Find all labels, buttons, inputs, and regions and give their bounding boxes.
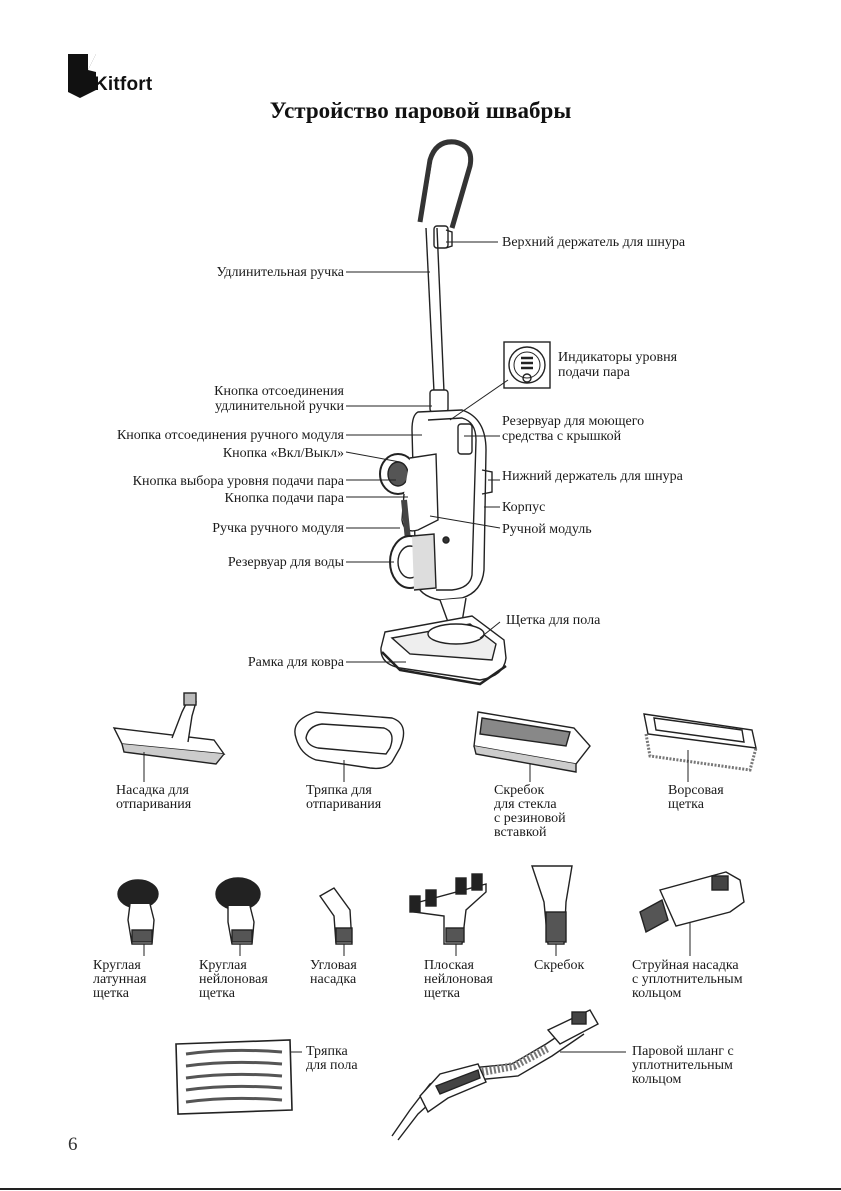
label-power-button: Кнопка «Вкл/Выкл»	[222, 446, 344, 461]
label-scraper: Скребок	[534, 958, 585, 973]
page-title: Устройство паровой швабры	[269, 98, 572, 123]
label-angle-nozzle-2: насадка	[310, 972, 357, 987]
scraper-illustration	[531, 865, 573, 956]
label-angle-nozzle-1: Угловая	[310, 958, 357, 973]
glass-scraper-illustration	[473, 711, 591, 782]
label-carpet-frame: Рамка для ковра	[247, 655, 344, 670]
label-flat-nylon-brush-3: щетка	[424, 986, 460, 1001]
label-steam-cloth-2: отпаривания	[306, 797, 382, 812]
floor-cloth-illustration	[175, 1039, 302, 1115]
label-steam-indicators-1: Индикаторы уровня	[558, 350, 678, 365]
label-jet-nozzle-2: с уплотнительным	[632, 972, 743, 987]
label-glass-scraper-1: Скребок	[494, 783, 545, 798]
page-bottom-rule	[0, 1188, 841, 1190]
label-water-tank: Резервуар для воды	[227, 555, 344, 570]
label-glass-scraper-3: с резиновой	[494, 811, 566, 826]
angle-nozzle-illustration	[318, 887, 353, 956]
steam-hose-illustration	[391, 1009, 626, 1141]
label-steam-cloth-1: Тряпка для	[306, 783, 372, 798]
label-glass-scraper-2: для стекла	[494, 797, 557, 812]
label-steam-nozzle-2: отпаривания	[116, 797, 192, 812]
page-number: 6	[68, 1134, 78, 1155]
label-handheld-handle: Ручка ручного модуля	[212, 521, 344, 536]
label-body: Корпус	[502, 500, 546, 515]
label-bristle-brush-1: Ворсовая	[668, 783, 724, 798]
label-nylon-round-brush-3: щетка	[199, 986, 235, 1001]
brass-brush-illustration	[117, 879, 159, 956]
label-glass-scraper-4: вставкой	[494, 825, 547, 840]
label-lower-cord-holder: Нижний держатель для шнура	[502, 469, 683, 484]
label-extension-handle: Удлинительная ручка	[216, 265, 344, 280]
label-nylon-round-brush-2: нейлоновая	[199, 972, 268, 987]
label-handheld-release: Кнопка отсоединения ручного модуля	[116, 428, 344, 443]
label-brass-brush-2: латунная	[93, 972, 147, 987]
label-flat-nylon-brush-2: нейлоновая	[424, 972, 493, 987]
label-steam-hose-2: уплотнительным	[632, 1058, 733, 1073]
label-floor-cloth-2: для пола	[306, 1058, 358, 1073]
nylon-round-brush-illustration	[215, 877, 261, 956]
steam-nozzle-illustration	[112, 692, 226, 782]
jet-nozzle-illustration	[639, 871, 745, 956]
label-bristle-brush-2: щетка	[668, 797, 704, 812]
label-floor-brush: Щетка для пола	[506, 613, 601, 628]
label-steam-hose-1: Паровой шланг с	[632, 1044, 734, 1059]
flat-nylon-brush-illustration	[409, 873, 487, 956]
label-jet-nozzle-1: Струйная насадка	[632, 958, 739, 973]
label-upper-cord-holder: Верхний держатель для шнура	[502, 235, 686, 250]
label-jet-nozzle-3: кольцом	[632, 986, 682, 1001]
label-handheld-module: Ручной модуль	[502, 522, 592, 537]
steam-cloth-illustration	[294, 711, 405, 782]
label-extension-release-2: удлинительной ручки	[214, 399, 344, 414]
label-steam-indicators-2: подачи пара	[558, 365, 630, 380]
bristle-brush-illustration	[643, 713, 758, 782]
label-brass-brush-1: Круглая	[93, 958, 141, 973]
label-nylon-round-brush-1: Круглая	[199, 958, 247, 973]
label-steam-level-button: Кнопка выбора уровня подачи пара	[132, 474, 344, 489]
label-extension-release-1: Кнопка отсоединения	[214, 384, 344, 399]
brand-name: Kitfort	[94, 74, 153, 95]
label-brass-brush-3: щетка	[93, 986, 129, 1001]
steam-mop-illustration	[379, 139, 551, 686]
label-steam-button: Кнопка подачи пара	[224, 491, 344, 506]
label-steam-nozzle-1: Насадка для	[116, 783, 189, 798]
label-flat-nylon-brush-1: Плоская	[424, 958, 474, 973]
kitfort-logo-icon	[68, 54, 96, 98]
label-detergent-tank-2: средства с крышкой	[502, 429, 622, 444]
label-detergent-tank-1: Резервуар для моющего	[502, 414, 645, 429]
label-floor-cloth-1: Тряпка	[306, 1044, 348, 1059]
label-steam-hose-3: кольцом	[632, 1072, 682, 1087]
